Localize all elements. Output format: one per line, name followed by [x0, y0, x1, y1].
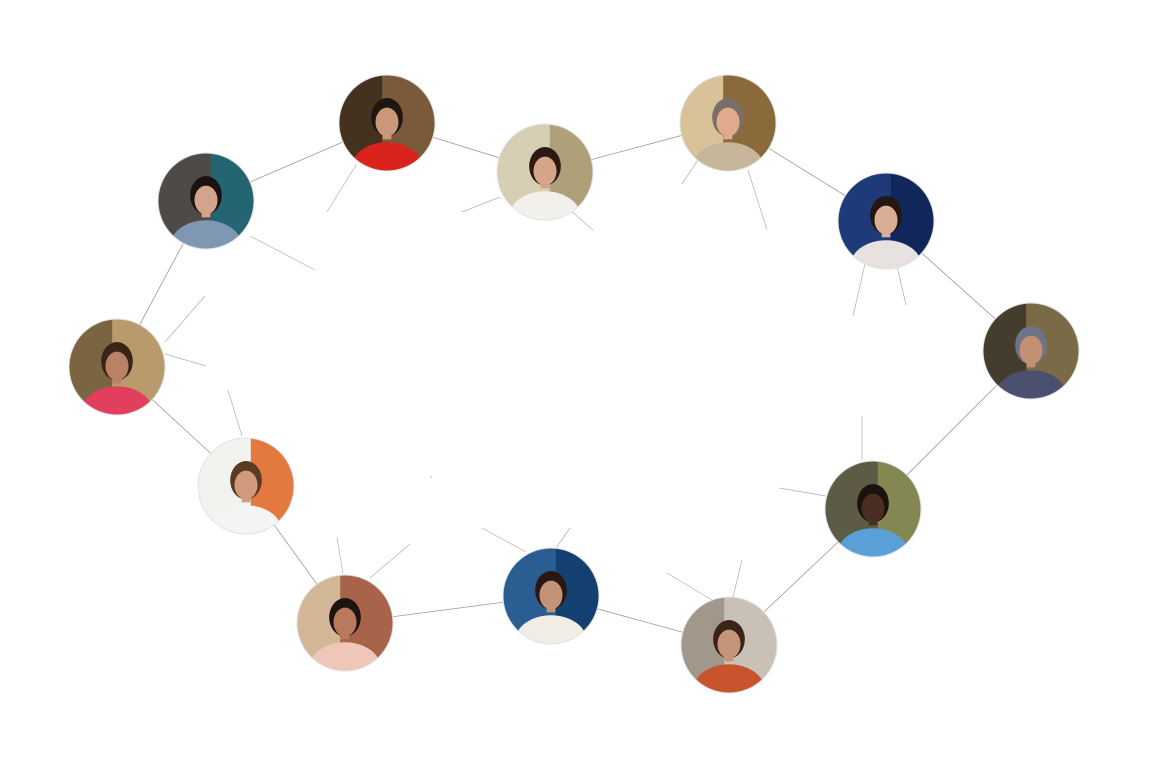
portrait-thumbnail	[825, 461, 921, 557]
graph-edge-stub	[326, 164, 357, 213]
portrait-thumbnail	[497, 124, 593, 220]
portrait-thumbnail	[339, 75, 435, 171]
graph-edge-stub	[732, 559, 743, 598]
profile-node-portrait-patterned-wall[interactable]	[680, 596, 778, 717]
graph-edge-stub	[461, 196, 501, 213]
graph-edge-stub	[227, 389, 243, 437]
graph-edge-stub	[429, 475, 433, 479]
portrait-thumbnail	[297, 575, 393, 671]
graph-edge-stub	[164, 353, 207, 367]
profile-node-portrait-shelf[interactable]	[157, 152, 255, 273]
graph-edge-stub	[778, 487, 827, 497]
profile-node-portrait-plant-blue[interactable]	[824, 460, 922, 581]
profile-node-portrait-pink-top[interactable]	[68, 318, 166, 439]
graph-edge-stub	[747, 169, 768, 231]
profile-node-portrait-red-top[interactable]	[338, 74, 436, 195]
graph-edge-stub	[369, 543, 411, 579]
portrait-thumbnail	[503, 548, 599, 644]
profile-node-portrait-headscarf[interactable]	[982, 302, 1080, 423]
graph-edge-stub	[681, 159, 699, 185]
portrait-thumbnail	[681, 597, 777, 693]
graph-edge-stub	[555, 527, 571, 549]
portrait-thumbnail	[198, 438, 294, 534]
portrait-thumbnail	[983, 303, 1079, 399]
stubs-layer	[164, 159, 907, 601]
portrait-thumbnail	[680, 75, 776, 171]
nodes-layer	[68, 74, 1080, 717]
profile-node-portrait-orange-wall[interactable]	[197, 437, 295, 558]
graph-edge-stub	[852, 263, 866, 317]
graph-edge-stub	[249, 235, 316, 271]
graph-edge-stub	[569, 209, 594, 231]
graph-edge-stub	[336, 536, 344, 575]
graph-edge-stub	[666, 572, 713, 601]
portrait-thumbnail	[838, 173, 934, 269]
graph-edge-stub	[164, 295, 206, 343]
profile-node-portrait-sea[interactable]	[502, 547, 600, 668]
profile-node-portrait-kitchen[interactable]	[496, 123, 594, 244]
profile-node-portrait-couch[interactable]	[296, 574, 394, 695]
graph-edge-stub	[896, 265, 907, 306]
profile-node-portrait-blue-backdrop[interactable]	[837, 172, 935, 293]
graph-edge-stub	[481, 527, 527, 553]
portrait-thumbnail	[69, 319, 165, 415]
profile-node-portrait-pearls[interactable]	[679, 74, 777, 195]
portrait-thumbnail	[158, 153, 254, 249]
